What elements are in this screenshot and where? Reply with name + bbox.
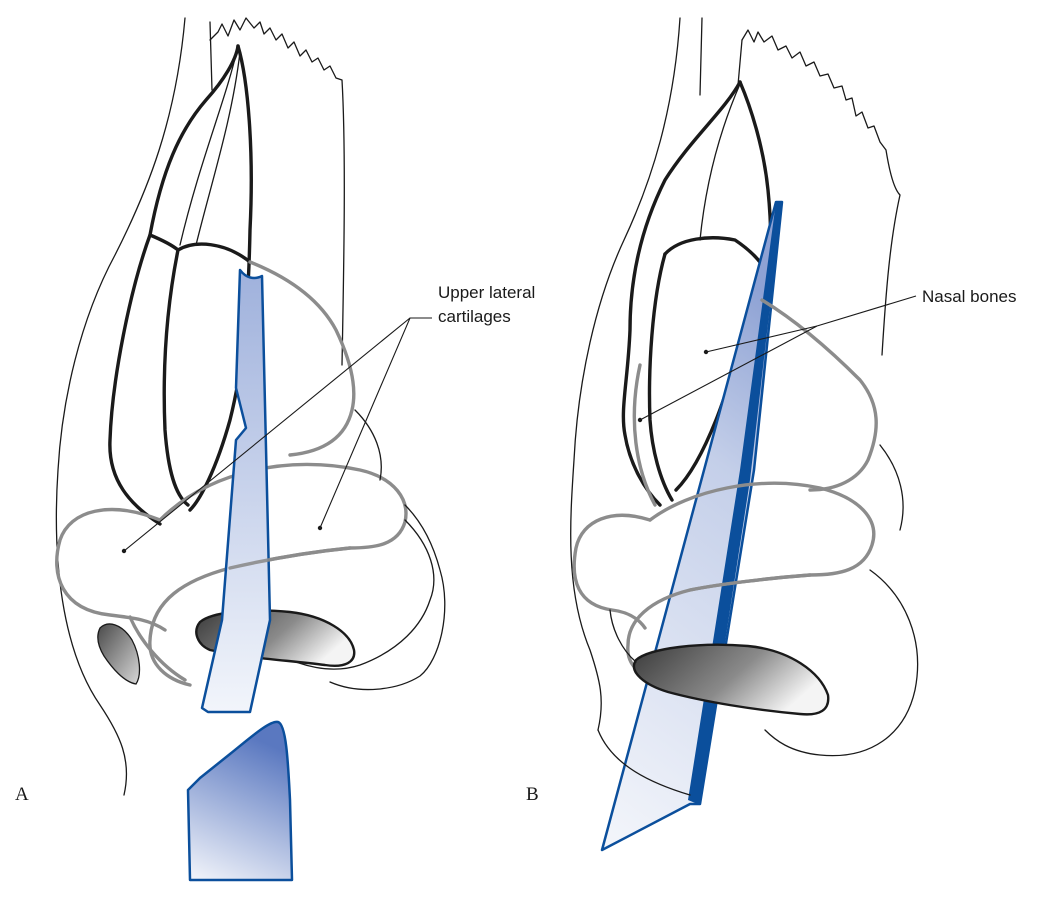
columella-b xyxy=(880,445,903,530)
panel-label-a: A xyxy=(15,784,29,805)
osteotome-blade-b xyxy=(602,202,782,850)
panel-b: Nasal bones B xyxy=(526,18,1017,850)
brow-skin-edge-a xyxy=(210,22,212,90)
lateral-crus-a xyxy=(57,510,165,630)
upper-lateral-cartilage-b xyxy=(762,300,876,490)
leader-line-nb xyxy=(817,296,916,326)
alar-crease-a xyxy=(98,624,140,684)
nasal-bone-thin-line-a xyxy=(180,46,238,245)
nasal-bone-lateral-b xyxy=(650,254,672,500)
osteotome-handle-a xyxy=(188,722,292,880)
brow-skin-edge-b xyxy=(700,18,702,95)
nasal-bone-curve-a xyxy=(178,244,250,262)
label-nasal-bones: Nasal bones xyxy=(922,287,1017,306)
leader-dot-ulc-2 xyxy=(122,549,126,553)
leader-line-ulc-1 xyxy=(320,318,432,528)
leader-dot-ulc-1 xyxy=(318,526,322,530)
leader-dot-nb-1 xyxy=(704,350,708,354)
leader-dot-nb-2 xyxy=(638,418,642,422)
panel-a: Upper lateral cartilages A xyxy=(15,18,535,880)
nasal-bone-segment-a xyxy=(150,235,188,505)
panel-label-b: B xyxy=(526,784,539,805)
label-upper-lateral-line1: Upper lateral xyxy=(438,283,535,302)
skin-edge-thin-b xyxy=(738,40,742,85)
lateral-crus-b xyxy=(574,515,650,628)
nasal-bone-thin-line2-a xyxy=(196,52,240,245)
label-upper-lateral-line2: cartilages xyxy=(438,307,511,326)
